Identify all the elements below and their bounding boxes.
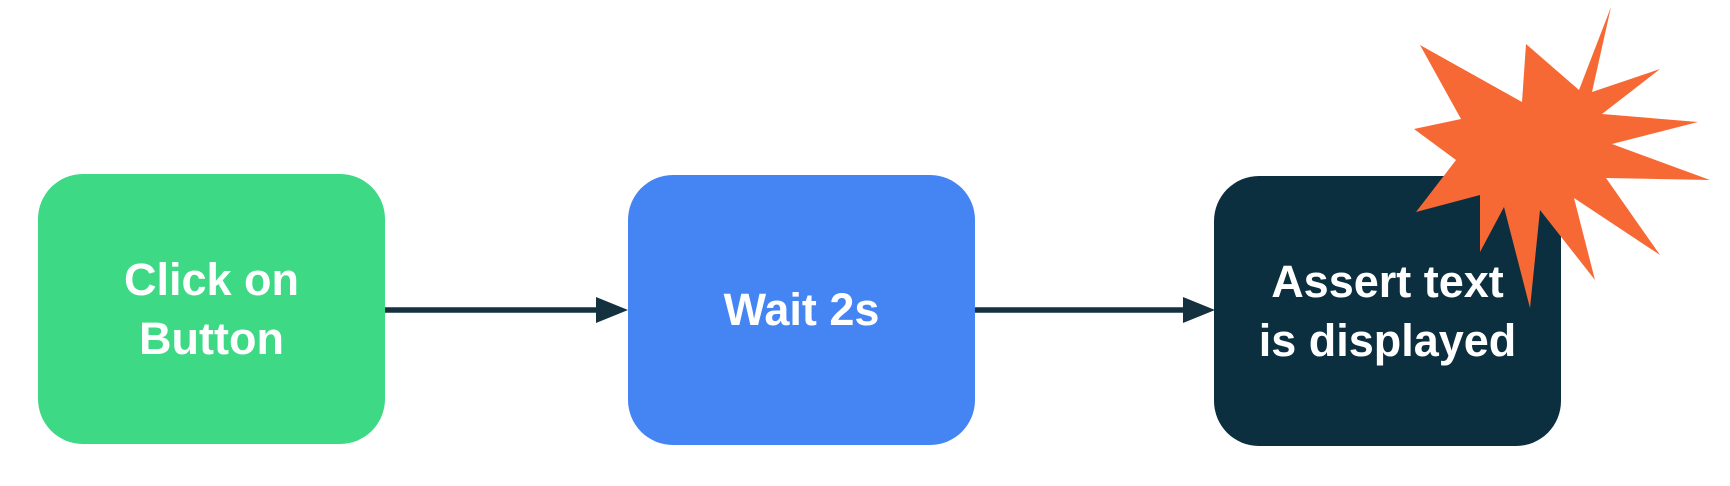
step-node-click-on-button: Click on Button xyxy=(38,174,385,444)
step-label: Wait 2s xyxy=(723,284,880,336)
connector-arrow xyxy=(385,297,628,323)
step-node-assert-text-is-displayed: Assert text is displayed xyxy=(1214,176,1561,446)
arrowhead-icon xyxy=(596,297,628,323)
connector-arrow xyxy=(972,297,1215,323)
arrowhead-icon xyxy=(1183,297,1215,323)
step-label: Assert text is displayed xyxy=(1258,255,1517,366)
step-label: Click on Button xyxy=(123,253,300,364)
step-node-wait-2s: Wait 2s xyxy=(628,175,975,445)
